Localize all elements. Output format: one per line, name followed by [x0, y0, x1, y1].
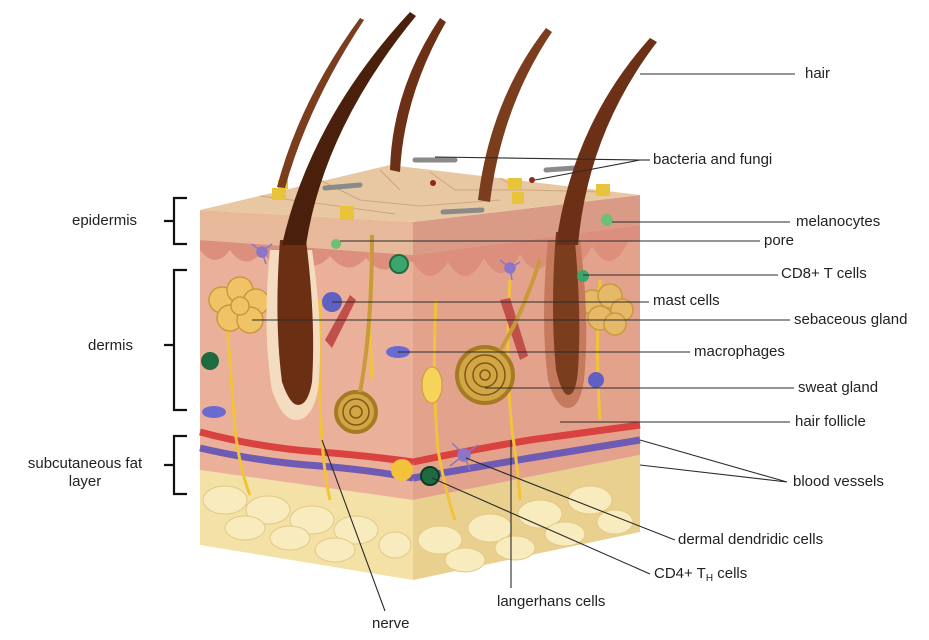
cd4-suffix: cells	[713, 565, 747, 582]
free-nerve-ending	[391, 459, 413, 481]
bracket-subcutaneous	[164, 436, 187, 494]
label-epidermis: epidermis	[72, 212, 137, 230]
label-sebaceous-gland: sebaceous gland	[794, 311, 907, 329]
label-melanocytes: melanocytes	[796, 213, 880, 231]
macrophage-2	[202, 406, 226, 418]
mast-cell-2	[588, 372, 604, 388]
label-macrophages: macrophages	[694, 343, 785, 361]
label-dermis: dermis	[88, 337, 133, 355]
label-subcutaneous-line1: subcutaneous fat	[10, 455, 160, 473]
cd4-subscript: H	[706, 573, 713, 584]
label-mast-cells: mast cells	[653, 292, 720, 310]
label-bacteria-fungi: bacteria and fungi	[653, 151, 772, 169]
cd4-t-cell	[421, 467, 439, 485]
hair-root-right	[553, 232, 579, 395]
label-cd4-th-cells: CD4+ TH cells	[654, 565, 747, 588]
hair-root-left	[277, 240, 313, 405]
pacinian-corpuscle	[422, 367, 442, 403]
label-blood-vessels: blood vessels	[793, 473, 884, 491]
cd4-prefix: CD4+ T	[654, 565, 706, 582]
bracket-epidermis	[164, 198, 187, 244]
skin-block	[200, 12, 657, 580]
layer-brackets	[164, 198, 187, 494]
label-cd8-t-cells: CD8+ T cells	[781, 265, 867, 283]
cd8-t-cell	[390, 255, 408, 273]
label-langerhans-cells: langerhans cells	[497, 593, 605, 611]
label-pore: pore	[764, 232, 794, 250]
label-subcutaneous: subcutaneous fat layer	[10, 455, 160, 491]
label-hair-follicle: hair follicle	[795, 413, 866, 431]
label-subcutaneous-line2: layer	[10, 473, 160, 491]
label-dermal-dendritic-cells: dermal dendridic cells	[678, 531, 823, 549]
cd4-t-cell-2	[201, 352, 219, 370]
label-hair: hair	[805, 65, 830, 83]
cd8-t-cell-2	[577, 270, 589, 282]
bracket-dermis	[164, 270, 187, 410]
melanocyte-2	[331, 239, 341, 249]
label-nerve: nerve	[372, 615, 410, 633]
label-sweat-gland: sweat gland	[798, 379, 878, 397]
melanocyte	[601, 214, 613, 226]
